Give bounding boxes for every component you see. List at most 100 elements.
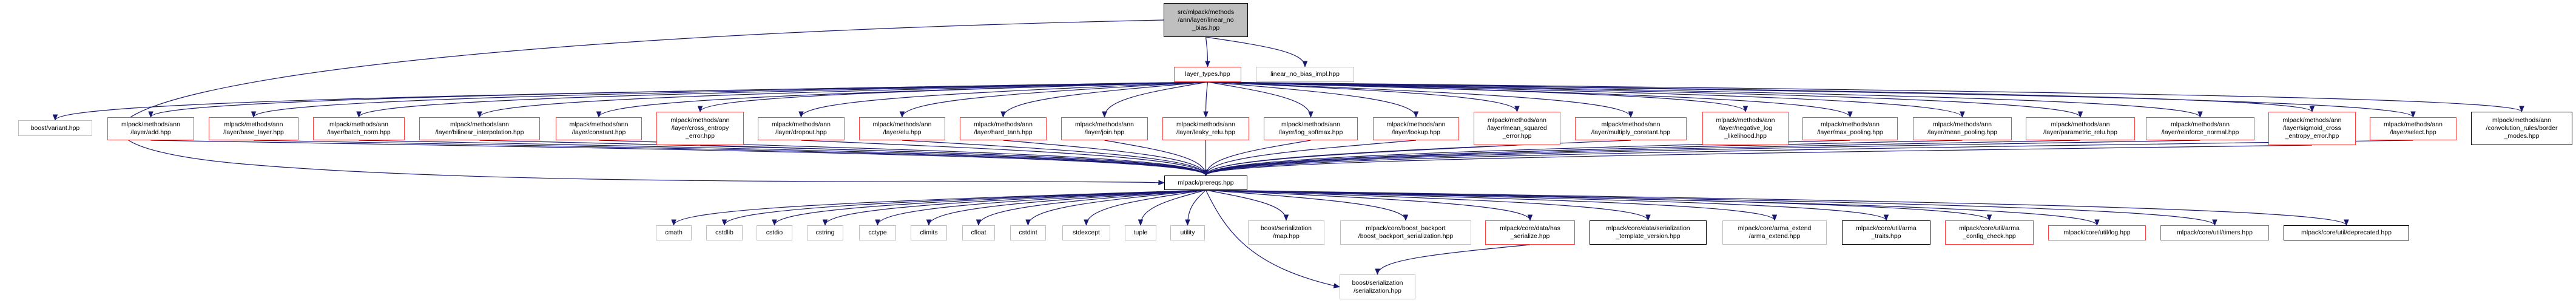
edge-select-to-prereqs (1203, 140, 2413, 177)
edge-layer-types-to-max-pooling (1207, 81, 1853, 118)
node-nll[interactable]: mlpack/methods/ann /layer/negative_log _… (1702, 112, 1789, 145)
edge-hard-tanh-to-prereqs (1003, 140, 1209, 177)
node-cstdint[interactable]: cstdint (1010, 225, 1046, 240)
node-log[interactable]: mlpack/core/util/log.hpp (2048, 225, 2146, 240)
node-dropout[interactable]: mlpack/methods/ann /layer/dropout.hpp (758, 117, 845, 140)
edge-prereqs-to-cfloat (976, 189, 1206, 226)
node-add[interactable]: mlpack/methods/ann /layer/add.hpp (107, 117, 194, 140)
node-impl[interactable]: linear_no_bias_impl.hpp (1256, 67, 1354, 82)
edge-prereqs-to-serialization (1205, 189, 1341, 288)
edge-lookup-to-prereqs (1203, 140, 1417, 177)
node-stdexcept[interactable]: stdexcept (1062, 225, 1110, 240)
edge-layer-types-to-dropout (798, 81, 1208, 118)
edge-prereqs-to-cstring (822, 189, 1206, 226)
edge-join-to-prereqs (1104, 140, 1209, 177)
edge-has-serialize-to-serialization (1375, 244, 1531, 276)
edge-multiply-constant-to-prereqs (1203, 140, 1631, 177)
edge-layer-types-to-join (1102, 81, 1208, 118)
edge-prereqs-to-cstdint (1025, 189, 1206, 226)
node-arma-config-check[interactable]: mlpack/core/util/arma _config_check.hpp (1945, 220, 2034, 245)
node-cstdio[interactable]: cstdio (757, 225, 792, 240)
edge-cross-entropy-to-prereqs (700, 145, 1209, 177)
node-map[interactable]: boost/serialization /map.hpp (1248, 220, 1324, 245)
node-border-modes[interactable]: mlpack/methods/ann /convolution_rules/bo… (2471, 112, 2572, 145)
edge-prereqs-to-arma-extend (1205, 189, 1778, 222)
node-base-layer[interactable]: mlpack/methods/ann /layer/base_layer.hpp (209, 117, 298, 140)
node-lookup[interactable]: mlpack/methods/ann /layer/lookup.hpp (1373, 117, 1459, 140)
edge-layer-types-to-mse (1207, 81, 1520, 113)
edge-layer-types-to-bilinear (477, 81, 1208, 118)
node-serialization[interactable]: boost/serialization /serialization.hpp (1340, 274, 1415, 299)
node-elu[interactable]: mlpack/methods/ann /layer/elu.hpp (859, 117, 945, 140)
node-cross-entropy[interactable]: mlpack/methods/ann /layer/cross_entropy … (656, 112, 744, 145)
node-log-softmax[interactable]: mlpack/methods/ann /layer/log_softmax.hp… (1264, 117, 1358, 140)
edge-prereqs-to-timers (1205, 189, 2217, 226)
edge-reinforce-normal-to-prereqs (1203, 140, 2200, 177)
node-parametric-relu[interactable]: mlpack/methods/ann /layer/parametric_rel… (2026, 117, 2135, 140)
edge-root-to-layer-types (1205, 36, 1210, 68)
edge-layer-types-to-leaky-relu (1203, 81, 1209, 118)
node-cfloat[interactable]: cfloat (962, 225, 995, 240)
node-batch-norm[interactable]: mlpack/methods/ann /layer/batch_norm.hpp (313, 117, 405, 140)
edge-root-to-impl (1205, 36, 1308, 68)
node-constant[interactable]: mlpack/methods/ann /layer/constant.hpp (556, 117, 642, 140)
edge-layer-types-to-hard-tanh (1000, 81, 1208, 118)
edge-log-softmax-to-prereqs (1203, 140, 1311, 177)
node-utility[interactable]: utility (1170, 225, 1205, 240)
edge-batch-norm-to-prereqs (359, 140, 1209, 177)
node-cmath[interactable]: cmath (656, 225, 692, 240)
node-multiply-constant[interactable]: mlpack/methods/ann /layer/multiply_const… (1575, 117, 1687, 140)
edge-layer-types-to-select (1207, 81, 2416, 118)
node-cctype[interactable]: cctype (859, 225, 896, 240)
node-arma-extend[interactable]: mlpack/core/arma_extend /arma_extend.hpp (1722, 220, 1827, 245)
edge-dropout-to-prereqs (801, 140, 1209, 177)
node-variant[interactable]: boost/variant.hpp (18, 120, 92, 136)
node-deprecated[interactable]: mlpack/core/util/deprecated.hpp (2284, 225, 2409, 240)
edge-sigmoid-ce-to-prereqs (1203, 145, 2313, 177)
edge-layer-types-to-parametric-relu (1207, 81, 2083, 118)
node-root[interactable]: src/mlpack/methods /ann/layer/linear_no … (1164, 3, 1248, 37)
node-has-serialize[interactable]: mlpack/core/data/has _serialize.hpp (1485, 220, 1575, 245)
edge-max-pooling-to-prereqs (1203, 140, 1850, 177)
edge-prereqs-to-backport (1205, 189, 1409, 222)
edge-layer-types-to-cross-entropy (697, 81, 1208, 113)
node-arma-traits[interactable]: mlpack/core/util/arma _traits.hpp (1842, 220, 1930, 245)
edge-constant-to-prereqs (598, 140, 1209, 177)
edge-prereqs-to-cmath (671, 189, 1206, 226)
edge-mean-pooling-to-prereqs (1203, 140, 1963, 177)
node-max-pooling[interactable]: mlpack/methods/ann /layer/max_pooling.hp… (1802, 117, 1898, 140)
edge-prereqs-to-utility (1185, 189, 1206, 226)
node-hard-tanh[interactable]: mlpack/methods/ann /layer/hard_tanh.hpp (960, 117, 1047, 140)
edge-layer-types-to-batch-norm (356, 81, 1208, 118)
node-timers[interactable]: mlpack/core/util/timers.hpp (2160, 225, 2269, 240)
node-sigmoid-ce[interactable]: mlpack/methods/ann /layer/sigmoid_cross … (2268, 112, 2356, 145)
node-leaky-relu[interactable]: mlpack/methods/ann /layer/leaky_relu.hpp (1162, 117, 1249, 140)
edge-parametric-relu-to-prereqs (1203, 140, 2081, 177)
node-mse[interactable]: mlpack/methods/ann /layer/mean_squared _… (1474, 112, 1560, 145)
node-cstdlib[interactable]: cstdlib (706, 225, 743, 240)
edge-prereqs-to-map (1205, 189, 1289, 222)
edge-prereqs-to-cstdio (772, 189, 1206, 226)
node-tuple[interactable]: tuple (1125, 225, 1156, 240)
node-mean-pooling[interactable]: mlpack/methods/ann /layer/mean_pooling.h… (1913, 117, 2012, 140)
node-climits[interactable]: climits (911, 225, 947, 240)
node-join[interactable]: mlpack/methods/ann /layer/join.hpp (1061, 117, 1148, 140)
node-template-version[interactable]: mlpack/core/data/serialization _template… (1590, 220, 1707, 245)
node-select[interactable]: mlpack/methods/ann /layer/select.hpp (2370, 117, 2456, 140)
node-layer-types[interactable]: layer_types.hpp (1174, 67, 1241, 82)
node-reinforce-normal[interactable]: mlpack/methods/ann /layer/reinforce_norm… (2146, 117, 2254, 140)
node-backport[interactable]: mlpack/core/boost_backport /boost_backpo… (1340, 220, 1471, 245)
edge-bilinear-to-prereqs (479, 140, 1209, 177)
edge-prereqs-to-tuple (1138, 189, 1206, 226)
edge-layer-types-to-reinforce-normal (1207, 81, 2203, 118)
edge-prereqs-to-stdexcept (1084, 189, 1206, 226)
node-prereqs[interactable]: mlpack/prereqs.hpp (1164, 175, 1247, 190)
edge-layer-types-to-lookup (1207, 81, 1419, 118)
edge-layer-types-to-mean-pooling (1207, 81, 1965, 118)
edge-layer-types-to-add (148, 81, 1208, 118)
node-bilinear[interactable]: mlpack/methods/ann /layer/bilinear_inter… (419, 117, 540, 140)
edge-elu-to-prereqs (902, 140, 1209, 177)
node-cstring[interactable]: cstring (807, 225, 843, 240)
edge-prereqs-to-log (1205, 189, 2100, 226)
